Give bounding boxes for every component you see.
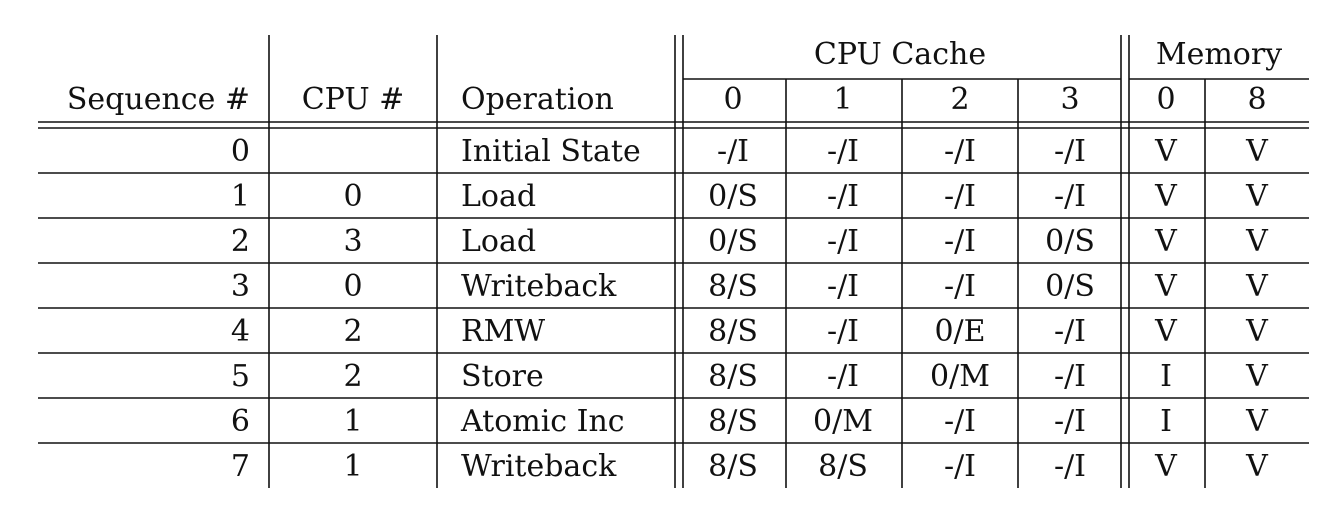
table-cell-op: Atomic Inc [460,404,625,439]
table-row: 1 0 Load 0/S -/I -/I -/I V V [231,179,1269,214]
column-header-mem-8: 8 [1247,82,1266,117]
table-cell-seq: 2 [231,224,250,259]
table-cell-op: Writeback [461,449,617,484]
table-cell-seq: 4 [231,314,250,349]
column-header-cache-0: 0 [723,82,742,117]
table-cell-m8: V [1245,179,1269,214]
group-header-memory: Memory [1156,37,1282,72]
table-cell-m0: V [1154,269,1178,304]
table-cell-m0: V [1154,134,1178,169]
table-cell-c1: -/I [827,269,859,304]
table-cell-cpu: 1 [343,404,362,439]
table-cell-op: RMW [461,314,545,349]
table-cell-c3: 0/S [1045,224,1095,259]
column-header-operation: Operation [461,82,614,117]
table-cell-seq: 1 [231,179,250,214]
table-cell-c0: 0/S [708,224,758,259]
table-cell-c3: -/I [1054,314,1086,349]
table-cell-m0: I [1160,404,1172,439]
table-cell-c1: -/I [827,359,859,394]
table-cell-m0: V [1154,449,1178,484]
table-cell-c3: -/I [1054,179,1086,214]
table-header: CPU Cache Memory Sequence # CPU # Operat… [67,37,1282,117]
table-cell-op: Initial State [461,134,641,169]
group-header-cpu-cache: CPU Cache [814,37,986,72]
table-row: 2 3 Load 0/S -/I -/I 0/S V V [231,224,1269,259]
table-cell-c2: -/I [944,269,976,304]
table-cell-cpu: 3 [343,224,362,259]
column-header-sequence: Sequence # [67,82,250,117]
column-header-cpu: CPU # [302,82,405,117]
table-cell-c1: -/I [827,134,859,169]
table-cell-c3: -/I [1054,359,1086,394]
table-cell-seq: 3 [231,269,250,304]
table-cell-m8: V [1245,269,1269,304]
table-cell-m8: V [1245,134,1269,169]
table-cell-seq: 6 [231,404,250,439]
column-header-cache-1: 1 [833,82,852,117]
table-row: 6 1 Atomic Inc 8/S 0/M -/I -/I I V [231,404,1269,439]
table-cell-m8: V [1245,224,1269,259]
table-cell-c2: 0/M [930,359,990,394]
table-row: 3 0 Writeback 8/S -/I -/I 0/S V V [231,269,1269,304]
table-cell-c1: 0/M [813,404,873,439]
table-cell-seq: 7 [231,449,250,484]
table-cell-c0: 8/S [708,359,758,394]
table-cell-m0: V [1154,314,1178,349]
table-cell-op: Load [461,224,536,259]
table-row: 4 2 RMW 8/S -/I 0/E -/I V V [231,314,1269,349]
table-row: 0 Initial State -/I -/I -/I -/I V V [231,134,1269,169]
table-row: 5 2 Store 8/S -/I 0/M -/I I V [231,359,1269,394]
table-cell-c1: -/I [827,314,859,349]
table-cell-c0: 8/S [708,269,758,304]
table-cell-c0: 8/S [708,314,758,349]
table-cell-c3: -/I [1054,134,1086,169]
table-rules [38,35,1309,488]
table-cell-c0: 0/S [708,179,758,214]
table-cell-m8: V [1245,314,1269,349]
table-cell-c1: -/I [827,224,859,259]
table-cell-c3: 0/S [1045,269,1095,304]
table-cell-m8: V [1245,359,1269,394]
table-cell-m0: I [1160,359,1172,394]
table-cell-cpu: 0 [343,269,362,304]
table-cell-cpu: 2 [343,314,362,349]
table-cell-c2: -/I [944,449,976,484]
table-cell-c1: -/I [827,179,859,214]
table-cell-c2: -/I [944,134,976,169]
table-row: 7 1 Writeback 8/S 8/S -/I -/I V V [231,449,1269,484]
table-cell-c2: -/I [944,179,976,214]
table-cell-seq: 5 [231,359,250,394]
column-header-cache-3: 3 [1060,82,1079,117]
table-cell-cpu: 1 [343,449,362,484]
table-cell-seq: 0 [231,134,250,169]
table-cell-c0: 8/S [708,404,758,439]
table-cell-c3: -/I [1054,449,1086,484]
table-cell-c2: -/I [944,404,976,439]
table-cell-cpu: 2 [343,359,362,394]
column-header-mem-0: 0 [1156,82,1175,117]
column-header-cache-2: 2 [950,82,969,117]
table-cell-c1: 8/S [818,449,868,484]
table-cell-c2: -/I [944,224,976,259]
table-cell-m8: V [1245,404,1269,439]
table-cell-c2: 0/E [934,314,985,349]
table-cell-m0: V [1154,179,1178,214]
table-cell-c3: -/I [1054,404,1086,439]
table-cell-op: Writeback [461,269,617,304]
table-cell-op: Load [461,179,536,214]
table-cell-cpu: 0 [343,179,362,214]
table-cell-m0: V [1154,224,1178,259]
table-cell-c0: 8/S [708,449,758,484]
table-cell-c0: -/I [717,134,749,169]
table-cell-m8: V [1245,449,1269,484]
table-cell-op: Store [461,359,544,394]
